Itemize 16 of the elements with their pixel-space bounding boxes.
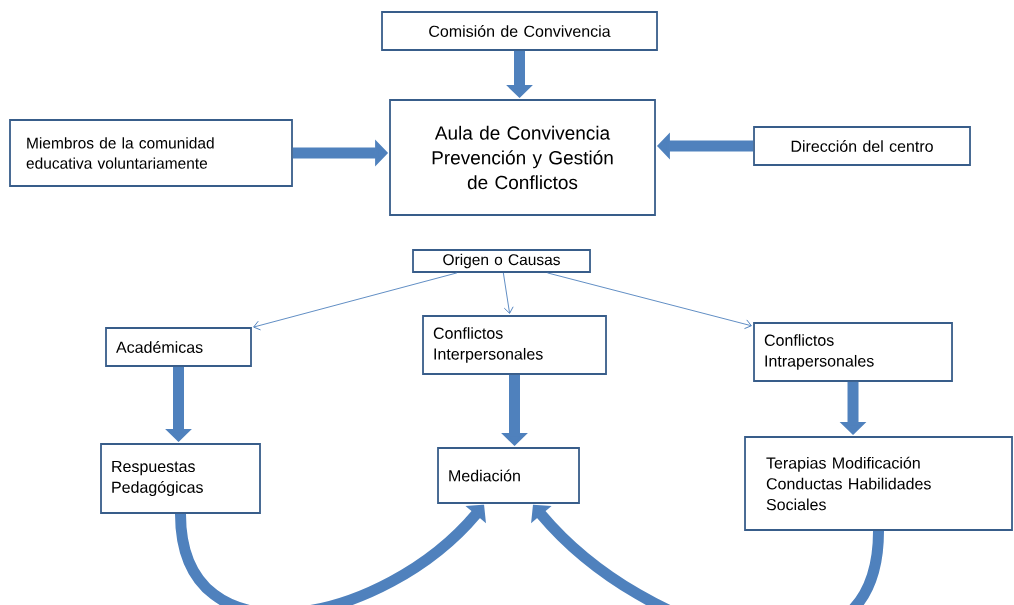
curved-arrow <box>531 504 884 605</box>
text-box: Terapias Modificación Conductas Habilidades Sociales <box>744 436 1013 531</box>
text-box: Aula de Convivencia Prevención y Gestión de Conflictos <box>389 99 656 216</box>
arrow <box>502 272 514 314</box>
text-box: Mediación <box>437 447 580 504</box>
curved-arrow <box>175 504 486 605</box>
arrow <box>546 272 752 330</box>
text-box: Origen o Causas <box>412 249 591 273</box>
arrow <box>253 272 458 331</box>
text-box: Miembros de la comunidad educativa voluntariamente <box>9 119 293 187</box>
text-box: Comisión de Convivencia <box>381 11 658 51</box>
text-box: Respuestas Pedagógicas <box>100 443 261 514</box>
text-box: Dirección del centro <box>753 126 971 166</box>
text-box: Académicas <box>105 327 252 367</box>
text-box: Conflictos Intrapersonales <box>753 322 953 382</box>
text-box: Conflictos Interpersonales <box>422 315 607 375</box>
